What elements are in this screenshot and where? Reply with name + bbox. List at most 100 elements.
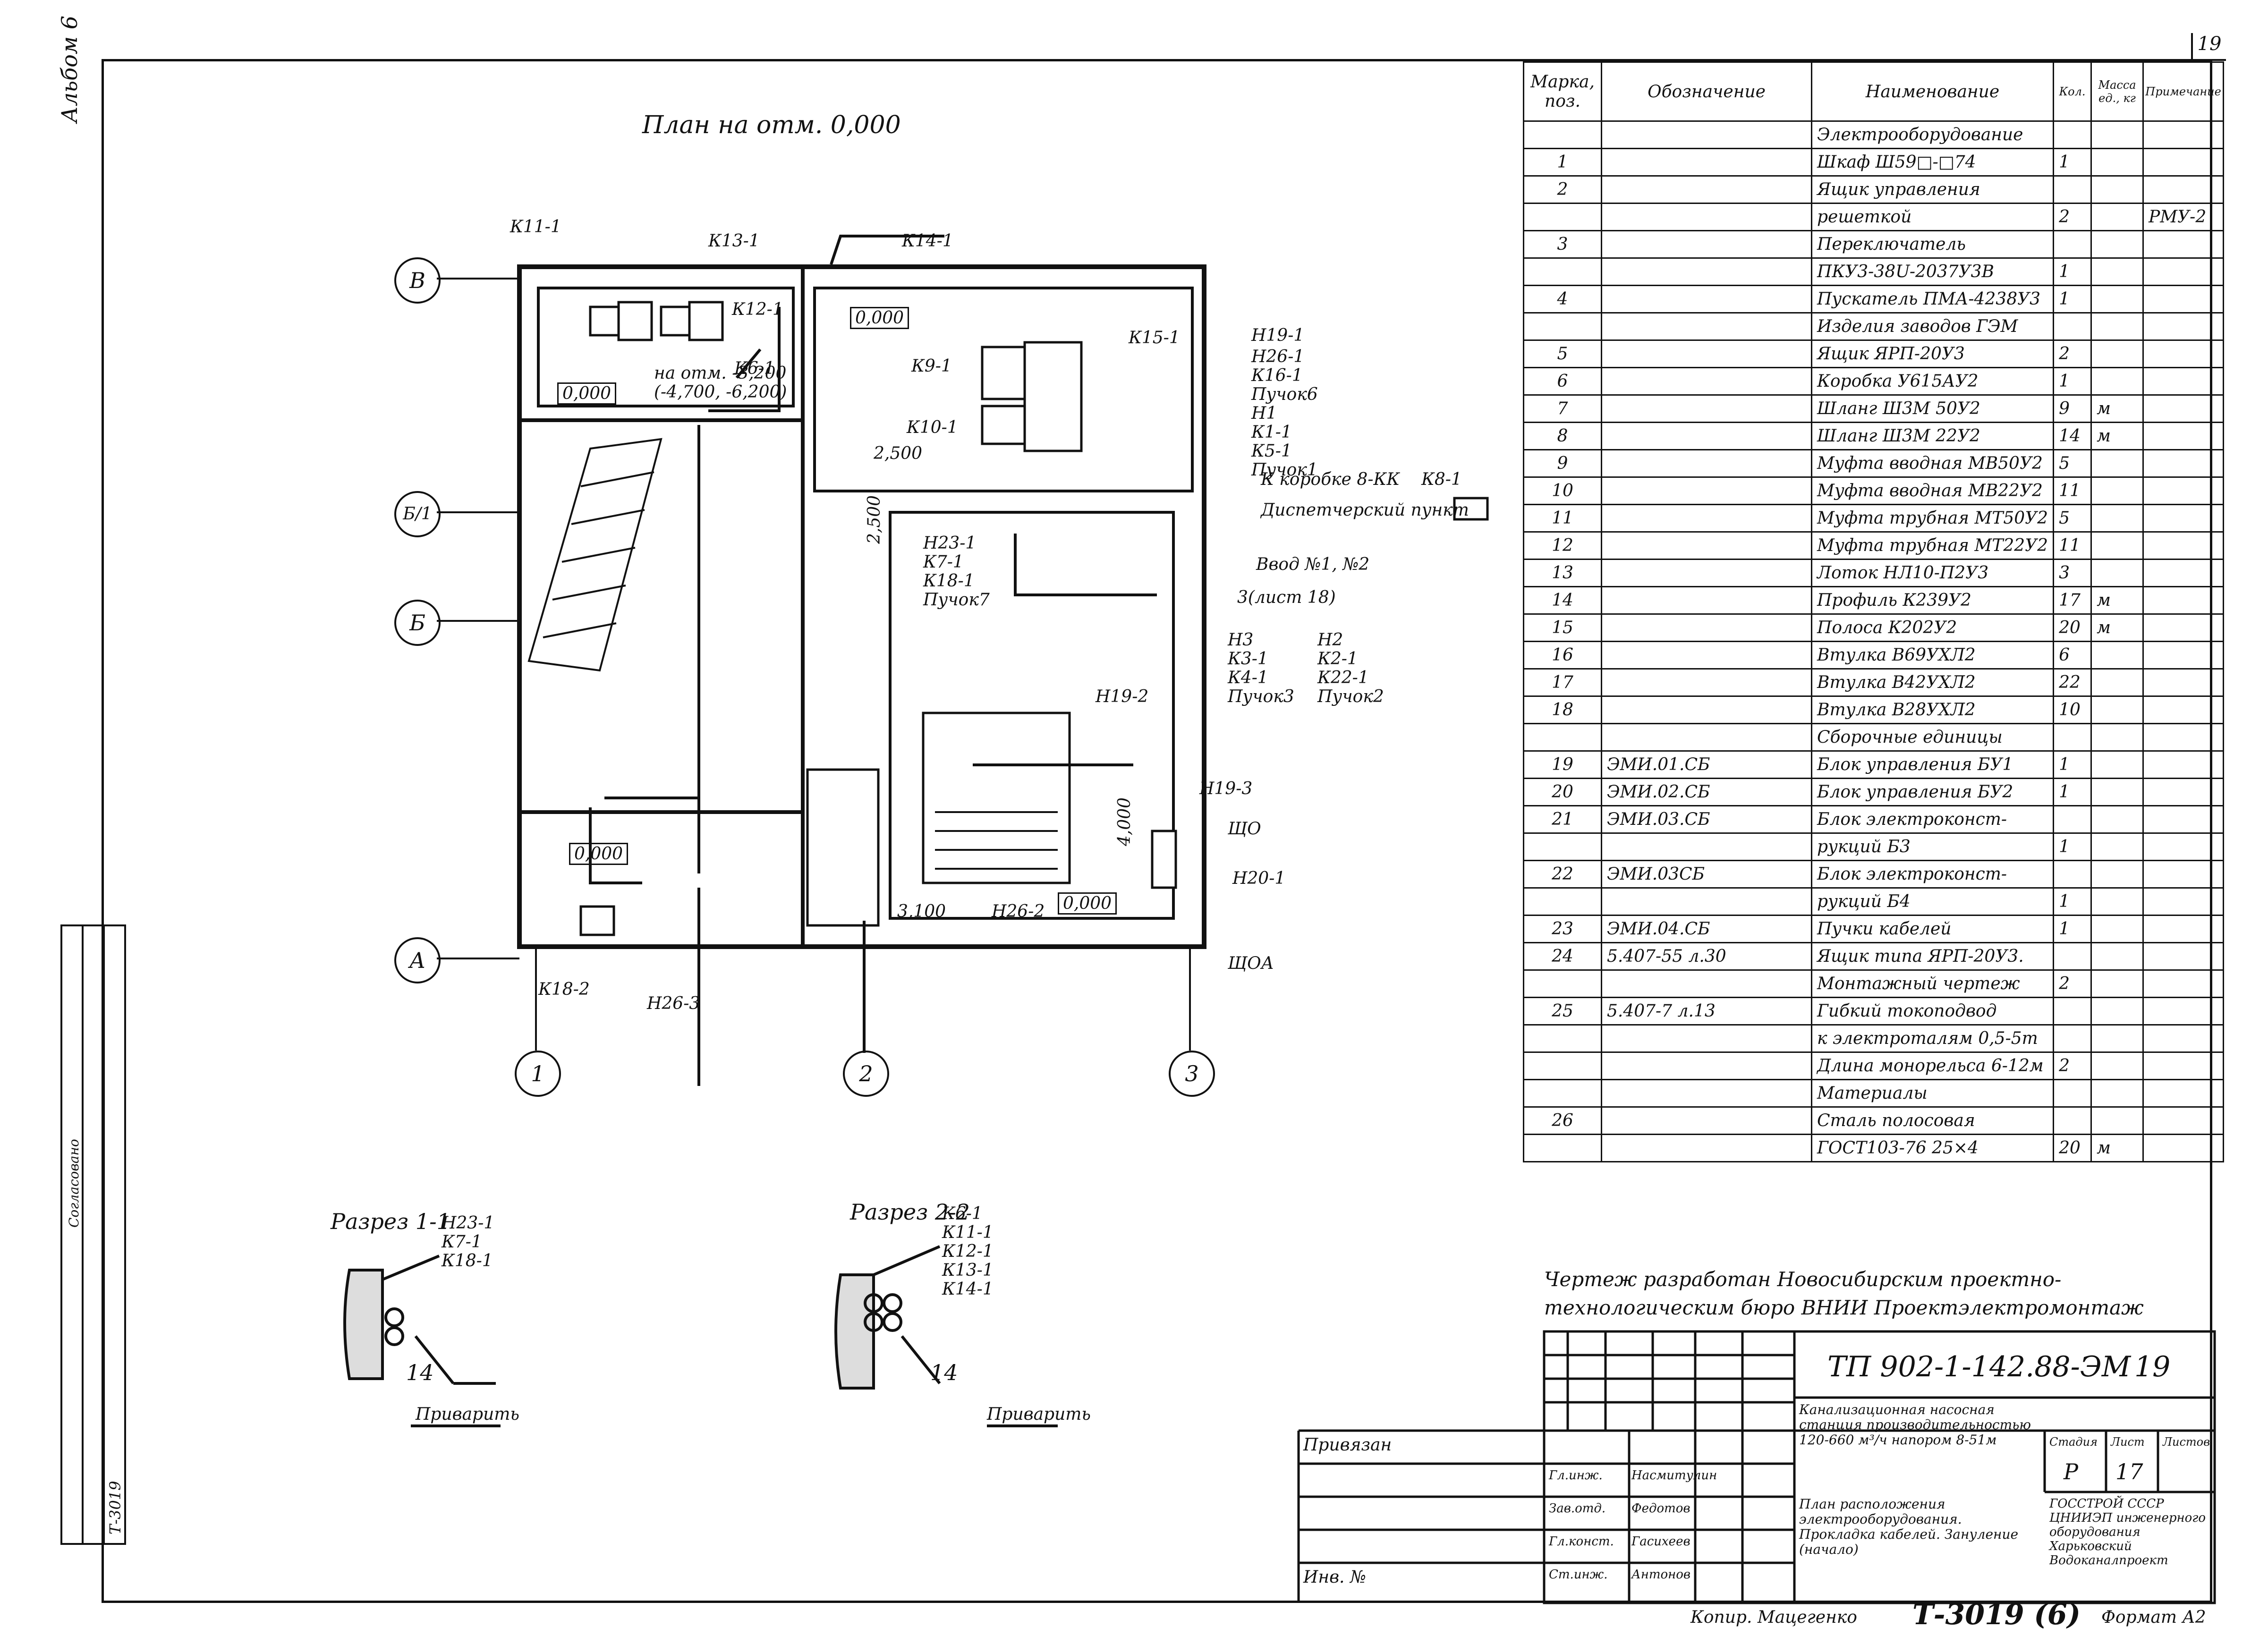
spec-cell: 1: [2053, 887, 2092, 916]
spec-cell: Полоса К202У2: [1810, 613, 2055, 642]
spec-header: Наименование: [1810, 61, 2055, 122]
spec-cell: [1601, 1134, 1812, 1162]
role-label: Ст.инж.: [1549, 1568, 1608, 1582]
spec-cell: 7: [1523, 394, 1602, 423]
spec-cell: [2090, 203, 2144, 231]
spec-cell: [1601, 312, 1812, 341]
section-2-label: К6-1: [942, 1204, 983, 1223]
section-1-label: К18-1: [442, 1251, 493, 1271]
spec-cell: [2142, 504, 2225, 533]
spec-cell: м: [2090, 613, 2144, 642]
spec-cell: 3: [2053, 559, 2092, 587]
cable-label: Н26-1: [1251, 347, 1305, 366]
spec-cell: [2090, 915, 2144, 943]
elevation-mark: 3,100: [897, 902, 946, 921]
specification-table: Марка, поз. Обозначение Наименование Кол…: [1523, 61, 2225, 1162]
plan-note: Диспетчерский пункт: [1261, 500, 1469, 520]
spec-cell: 5: [2053, 449, 2092, 478]
spec-cell: 10: [1523, 476, 1602, 505]
spec-cell: [2090, 175, 2144, 204]
section-2-label: К13-1: [942, 1261, 994, 1280]
spec-cell: [2142, 997, 2225, 1026]
spec-cell: Профиль К239У2: [1810, 586, 2055, 615]
spec-cell: [1523, 1024, 1602, 1053]
spec-row: Изделия заводов ГЭМ: [1523, 312, 2225, 341]
spec-cell: Изделия заводов ГЭМ: [1810, 312, 2055, 341]
spec-cell: [2090, 559, 2144, 587]
spec-cell: [2090, 997, 2144, 1026]
spec-cell: [1601, 559, 1812, 587]
plan-note: на отм. -3,200: [654, 364, 787, 383]
spec-cell: 18: [1523, 695, 1602, 724]
cable-label: К7-1: [923, 552, 964, 572]
spec-cell: [1523, 1051, 1602, 1080]
spec-cell: [2090, 148, 2144, 177]
spec-cell: 21: [1523, 805, 1602, 834]
spec-cell: Гибкий токоподвод: [1810, 997, 2055, 1026]
spec-cell: [2142, 120, 2225, 149]
spec-cell: [1601, 1051, 1812, 1080]
spec-cell: Шланг Ш3М 50У2: [1810, 394, 2055, 423]
name-label: Антонов: [1631, 1568, 1691, 1582]
doc-sheet: 19: [2134, 1350, 2171, 1383]
spec-cell: [2142, 805, 2225, 834]
spec-cell: [2142, 422, 2225, 450]
spec-cell: [2142, 1024, 2225, 1053]
spec-cell: [2090, 832, 2144, 861]
spec-cell: [2142, 257, 2225, 286]
spec-cell: 1: [2053, 367, 2092, 396]
sheet-number: 19: [2191, 33, 2226, 61]
spec-cell: Муфта вводная МВ50У2: [1810, 449, 2055, 478]
spec-cell: [2090, 476, 2144, 505]
plan-note: (-4,700, -6,200): [654, 382, 787, 402]
spec-cell: Сборочные единицы: [1810, 723, 2055, 752]
spec-cell: [2142, 367, 2225, 396]
spec-cell: [2142, 148, 2225, 177]
spec-cell: 1: [2053, 257, 2092, 286]
spec-cell: 1: [2053, 915, 2092, 943]
spec-cell: 25: [1523, 997, 1602, 1026]
cable-label: К2-1: [1317, 649, 1358, 669]
doc-code: ТП 902-1-142.88-ЭМ: [1827, 1350, 2131, 1383]
spec-cell: Шланг Ш3М 22У2: [1810, 422, 2055, 450]
spec-cell: [1523, 887, 1602, 916]
axis-b-top: В: [394, 257, 441, 304]
spec-cell: ЭМИ.01.СБ: [1601, 750, 1812, 779]
spec-cell: [1601, 504, 1812, 533]
spec-cell: [2142, 641, 2225, 670]
spec-cell: [2053, 175, 2092, 204]
spec-cell: ЭМИ.03.СБ: [1601, 805, 1812, 834]
cable-label: К13-1: [708, 231, 760, 251]
spec-cell: 22: [2053, 668, 2092, 697]
cable-label: Н26-3: [647, 994, 700, 1013]
spec-cell: 5: [2053, 504, 2092, 533]
spec-cell: Сталь полосовая: [1810, 1106, 2055, 1135]
author-note: Чертеж разработан Новосибирским проектно…: [1544, 1268, 2144, 1319]
spec-cell: [2142, 394, 2225, 423]
cable-label: К12-1: [732, 300, 783, 319]
spec-cell: 1: [2053, 750, 2092, 779]
cable-label: Н2: [1317, 630, 1343, 650]
spec-cell: Муфта трубная МТ50У2: [1810, 504, 2055, 533]
spec-cell: [2142, 887, 2225, 916]
name-label: Насмитулин: [1631, 1468, 1717, 1483]
cable-label: Пучок3: [1228, 687, 1294, 706]
section-1-mark: 14: [406, 1360, 434, 1385]
spec-cell: 20: [1523, 778, 1602, 806]
cable-label: Н19-3: [1199, 779, 1253, 798]
role-label: Гл.конст.: [1549, 1534, 1614, 1549]
spec-cell: [2142, 285, 2225, 314]
spec-cell: [2142, 1051, 2225, 1080]
spec-cell: 2: [2053, 203, 2092, 231]
spec-cell: [2053, 1106, 2092, 1135]
stage-value: Р: [2064, 1459, 2078, 1484]
spec-cell: [2142, 1079, 2225, 1108]
spec-cell: [2090, 695, 2144, 724]
